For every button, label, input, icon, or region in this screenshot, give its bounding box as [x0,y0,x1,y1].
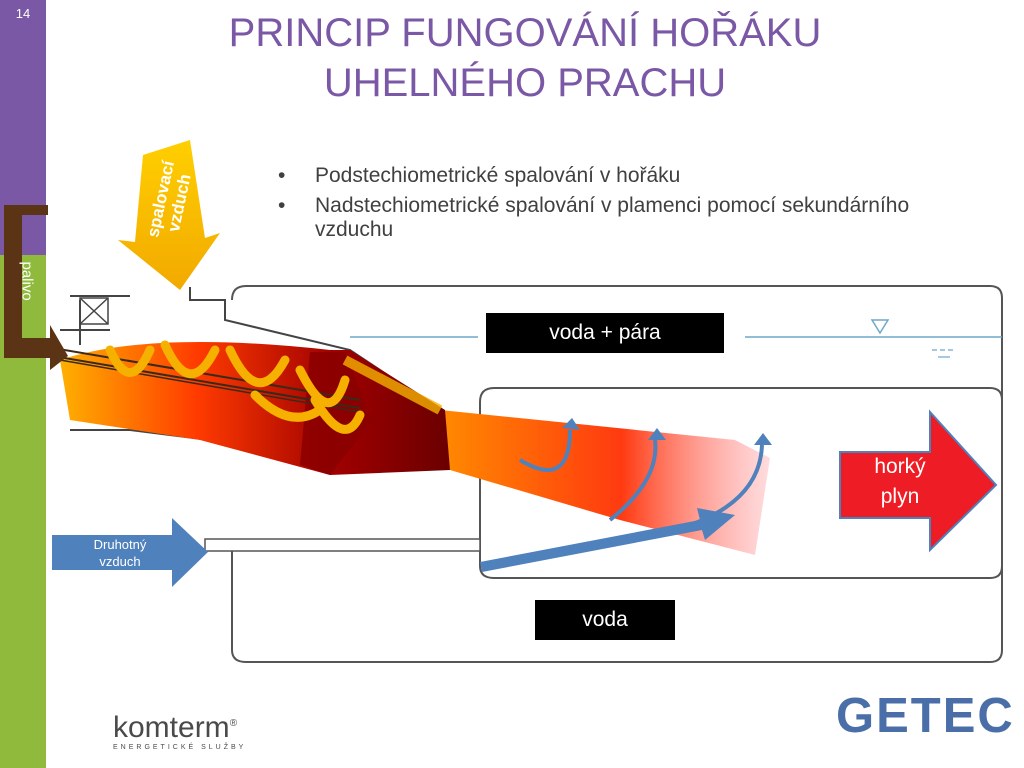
slide-number: 14 [15,6,31,21]
register-block [79,297,109,325]
water-steam-label: voda + pára [486,313,724,353]
swirl-arrowhead [754,433,772,445]
bullet-item: • Nadstechiometrické spalování v plamenc… [278,194,918,242]
hot-gas-arrow [839,409,998,553]
bullet-item: • Podstechiometrické spalování v hořáku [278,164,918,188]
hot-gas-label-line-1: horký [874,455,926,478]
hot-gas-label-line-2: plyn [880,485,920,508]
burner-nozzle-top [60,300,110,345]
komterm-tagline: ENERGETICKÉ SLUŽBY [113,744,247,751]
secondary-air-arrow [52,518,208,587]
secondary-air-label-line-1: Druhotný [93,537,147,552]
bullet-marker: • [278,164,286,187]
bullet-marker: • [278,194,286,217]
swirl-arrowhead [562,418,580,430]
flow-arrow [342,355,443,415]
slide-title: PRINCIP FUNGOVÁNÍ HOŘÁKU UHELNÉHO PRACHU [150,8,900,108]
bullet-list: • Podstechiometrické spalování v hořáku … [278,164,918,248]
bullet-text: Nadstechiometrické spalování v plamenci … [315,194,910,241]
flame-tube-wall [479,387,1003,579]
hot-gas-label: horký plyn [845,452,955,512]
fuel-pipe [34,352,361,409]
bullet-text: Podstechiometrické spalování v hořáku [315,164,681,187]
fuel-pipe [59,359,361,413]
komterm-logo-name: komterm® [113,709,246,743]
registered-mark: ® [229,718,238,729]
burner-cone [300,352,372,475]
fuel-label: palivo [18,261,36,301]
komterm-logo: komterm® ENERGETICKÉ SLUŽBY [113,709,247,752]
secondary-air-label: Druhotný vzduch [70,536,170,570]
water-label: voda [535,600,675,640]
title-line-1: PRINCIP FUNGOVÁNÍ HOŘÁKU [228,11,822,55]
fuel-arrow [4,205,68,370]
secondary-air-pipe [204,538,481,552]
swirl-arrowhead [648,428,666,440]
komterm-logo-text: komterm [113,711,230,744]
swirl-loops [105,340,365,434]
flame-tube [440,410,770,555]
register-block [79,297,109,325]
getec-logo: GETEC [836,689,1015,743]
secondary-air-label-line-2: vzduch [99,554,141,569]
secondary-air-flow-arrow [480,508,735,572]
boiler-outer-wall [231,285,1003,663]
water-level-icon [870,319,890,335]
combustion-air-arrow [118,140,220,290]
title-line-2: UHELNÉHO PRACHU [323,61,727,105]
